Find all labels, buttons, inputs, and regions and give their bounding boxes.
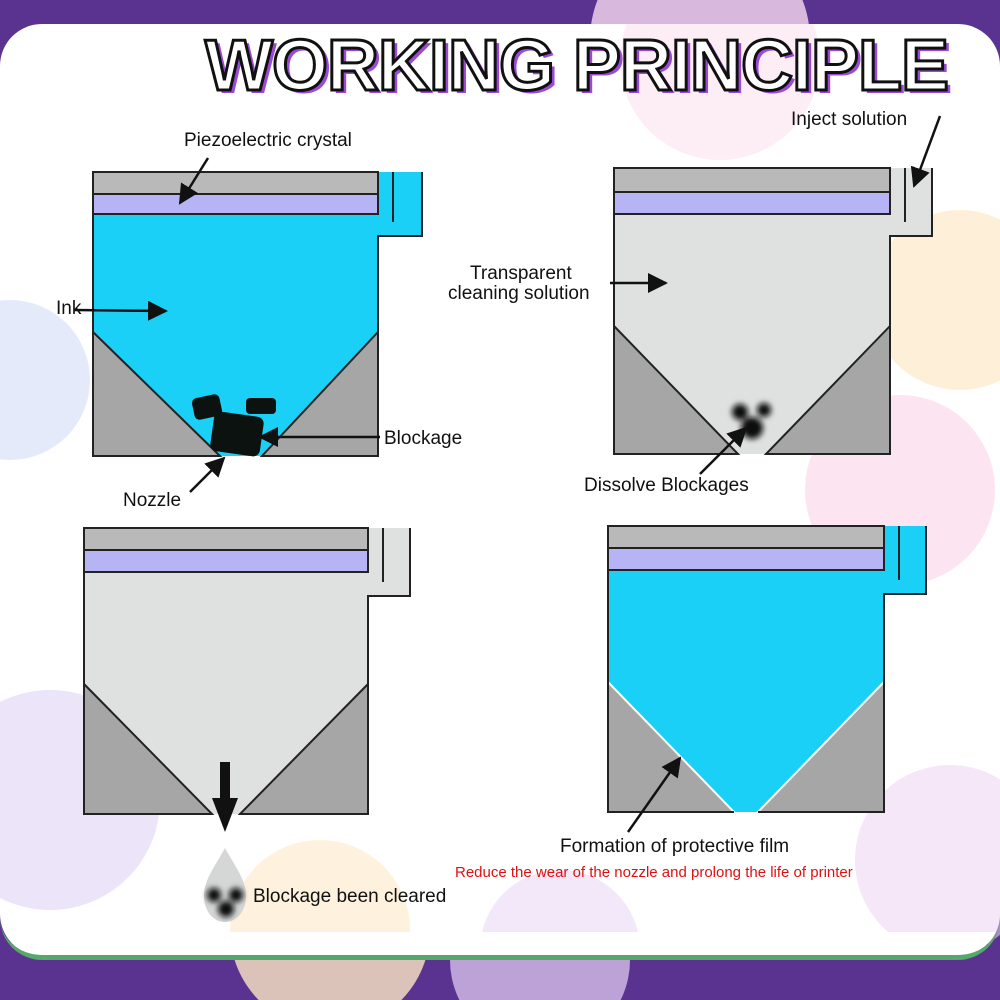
- arrow-dissolve: [699, 426, 748, 475]
- arrow-nozzle: [189, 456, 226, 493]
- arrow-ink: [73, 300, 168, 321]
- label-blockage-cleared: Blockage been cleared: [253, 886, 447, 907]
- panel-blockage-cleared: [83, 527, 411, 922]
- droplet: [204, 848, 246, 922]
- solution-inlet: [890, 168, 932, 236]
- arrow-piezo: [178, 157, 210, 205]
- bubble-decoration: [870, 210, 1000, 390]
- label-cleaning-solution: cleaning solution: [448, 283, 590, 304]
- piezo-crystal: [92, 193, 379, 215]
- label-reduce-wear: Reduce the wear of the nozzle and prolon…: [455, 864, 853, 881]
- panel-ink-blockage: [92, 171, 423, 457]
- panel-protective-film: [607, 525, 927, 813]
- label-inject-solution: Inject solution: [791, 109, 908, 130]
- down-arrow-shaft: [220, 762, 230, 800]
- tank-outline: [83, 528, 212, 815]
- piezo-crystal: [83, 549, 369, 573]
- blockage-particle: [191, 394, 223, 420]
- ink-inlet: [884, 526, 926, 594]
- bubble-decoration: [620, 24, 820, 160]
- solution-inlet: [368, 528, 410, 596]
- blockage-particle: [246, 398, 276, 414]
- bubble-decoration: [855, 765, 1000, 932]
- label-transparent: Transparent: [470, 263, 572, 284]
- piezo-crystal: [607, 547, 885, 571]
- page-title: WORKING PRINCIPLE: [204, 25, 951, 108]
- tank-outline: [758, 526, 927, 813]
- ink-inlet: [378, 172, 422, 236]
- label-blockage: Blockage: [384, 428, 463, 449]
- pointer-arrows: [73, 115, 942, 833]
- down-arrow-head: [212, 798, 238, 832]
- panel-inject-solution: [613, 167, 933, 455]
- bubble-decoration: [482, 870, 638, 932]
- tank-outline: [766, 168, 933, 455]
- tank-outline: [607, 526, 734, 813]
- label-nozzle: Nozzle: [123, 490, 182, 511]
- top-plate: [607, 525, 885, 549]
- tank-outline: [240, 528, 411, 815]
- top-plate: [613, 167, 891, 193]
- arrow-inject: [910, 115, 942, 188]
- bubble-decoration: [230, 840, 410, 932]
- label-ink: Ink: [56, 298, 82, 319]
- top-plate: [83, 527, 369, 551]
- tank-outline: [262, 172, 423, 457]
- label-piezoelectric-crystal: Piezoelectric crystal: [184, 130, 352, 151]
- top-plate: [92, 171, 379, 195]
- arrow-film: [626, 756, 682, 833]
- blockage-particle: [210, 411, 264, 457]
- tank-outline: [613, 168, 738, 455]
- piezo-crystal: [613, 191, 891, 215]
- tank-outline: [92, 172, 220, 457]
- label-dissolve-blockages: Dissolve Blockages: [584, 475, 749, 496]
- label-protective-film: Formation of protective film: [560, 836, 790, 857]
- cleared-blockage: [207, 888, 243, 917]
- bubble-decoration: [0, 300, 90, 460]
